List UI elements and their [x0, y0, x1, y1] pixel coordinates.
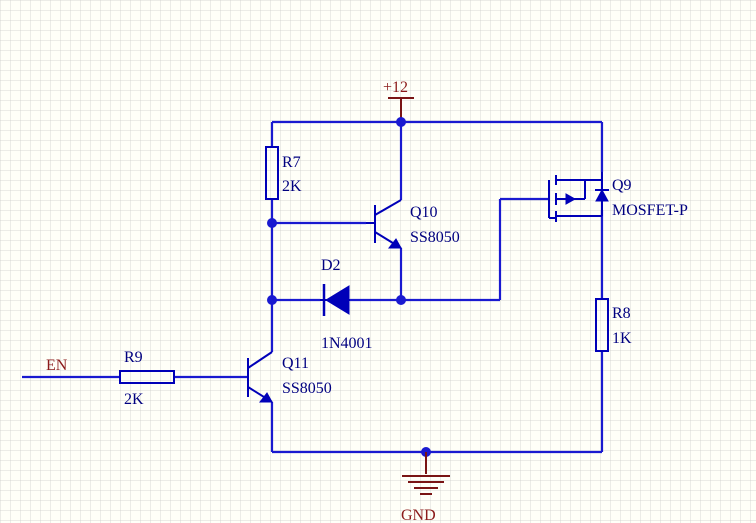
r7-value: 2K	[282, 178, 302, 195]
r9-value: 2K	[124, 391, 144, 408]
transistor-q10[interactable]	[366, 199, 402, 249]
r8-value: 1K	[612, 330, 632, 347]
resistor-r7[interactable]	[265, 146, 279, 200]
d2-ref: D2	[321, 257, 341, 274]
resistor-r9[interactable]	[119, 370, 175, 384]
junction-dot	[267, 295, 277, 305]
mosfet-q9[interactable]	[548, 172, 609, 222]
resistor-r8[interactable]	[595, 298, 609, 352]
gnd-label: GND	[401, 507, 436, 523]
r7-ref: R7	[282, 154, 301, 171]
q11-ref: Q11	[282, 355, 309, 372]
q9-value: MOSFET-P	[612, 202, 688, 219]
q11-value: SS8050	[282, 380, 332, 397]
en-net-label: EN	[46, 357, 68, 374]
ground-symbol	[402, 452, 450, 495]
d2-value: 1N4001	[321, 335, 373, 352]
q9-ref: Q9	[612, 177, 632, 194]
r8-ref: R8	[612, 305, 631, 322]
q10-value: SS8050	[410, 229, 460, 246]
r9-ref: R9	[124, 349, 143, 366]
vcc-label: +12	[383, 79, 408, 96]
junction-dot	[396, 295, 406, 305]
junction-dot	[396, 117, 406, 127]
junction-dot	[267, 218, 277, 228]
junctions	[267, 117, 431, 457]
diode-d2[interactable]	[320, 284, 350, 316]
q10-ref: Q10	[410, 204, 438, 221]
wires	[22, 120, 604, 454]
transistor-q11[interactable]	[247, 351, 273, 403]
